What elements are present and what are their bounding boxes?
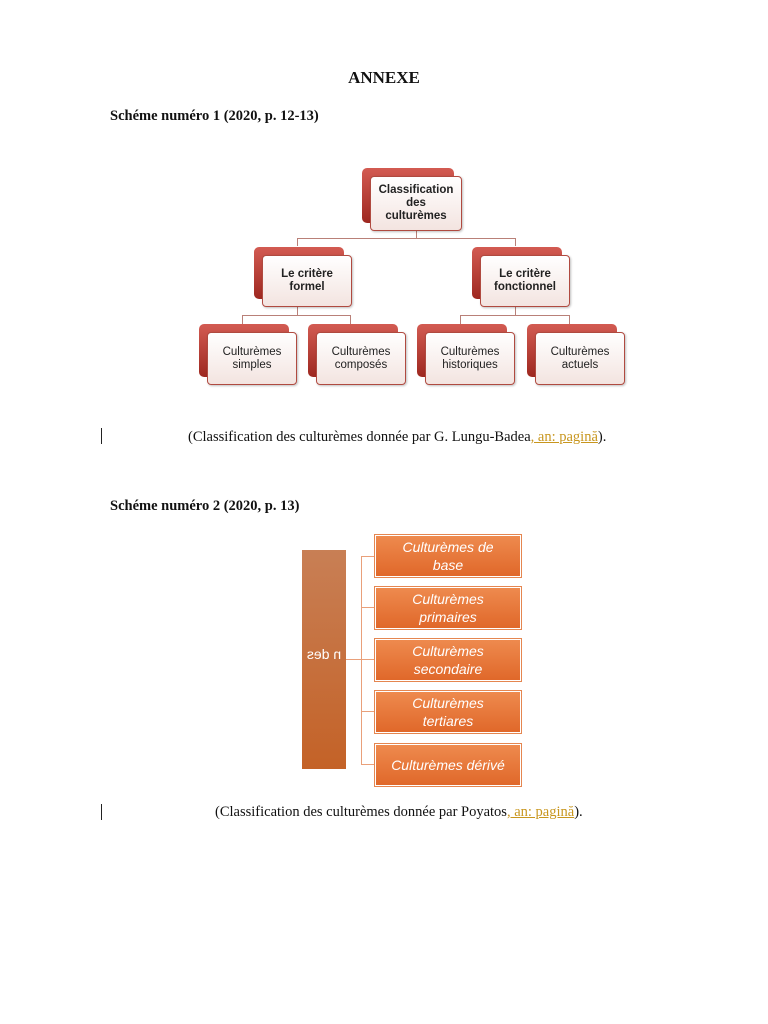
scheme2-item-derived: Culturèmes dérivé bbox=[374, 743, 522, 787]
scheme2-item-derived-label: Culturèmes dérivé bbox=[391, 757, 505, 773]
node-leaf-composed-label: Culturèmes composés bbox=[331, 345, 391, 371]
node-criterion-functional: Le critère fonctionnel bbox=[472, 247, 570, 307]
scheme1-caption-revision: , an: pagină bbox=[530, 429, 598, 445]
scheme2-caption-main: (Classification des culturèmes donnée pa… bbox=[215, 804, 507, 820]
node-leaf-simple: Culturèmes simples bbox=[199, 324, 297, 385]
scheme2-item-base-label: Culturèmes de base bbox=[402, 539, 494, 573]
node-leaf-historical-label: Culturèmes historiques bbox=[440, 345, 500, 371]
scheme2-item-tertiary: Culturèmes tertiares bbox=[374, 690, 522, 734]
scheme2-item-secondary: Culturèmes secondaire bbox=[374, 638, 522, 682]
node-root: Classification des culturèmes bbox=[362, 168, 462, 231]
node-leaf-simple-label: Culturèmes simples bbox=[222, 345, 282, 371]
scheme2-bar-label: n des bbox=[306, 646, 342, 662]
scheme1-caption: (Classification des culturèmes donnée pa… bbox=[188, 429, 606, 446]
scheme2-item-primary: Culturèmes primaires bbox=[374, 586, 522, 630]
scheme2-item-base: Culturèmes de base bbox=[374, 534, 522, 578]
node-leaf-current-label: Culturèmes actuels bbox=[550, 345, 610, 371]
scheme2-item-tertiary-label: Culturèmes tertiares bbox=[412, 695, 484, 729]
scheme2-caption-revision: , an: pagină bbox=[506, 804, 575, 820]
scheme2-caption-close: ). bbox=[574, 804, 583, 820]
node-leaf-current: Culturèmes actuels bbox=[527, 324, 625, 385]
text-cursor-mark-2 bbox=[101, 804, 102, 820]
scheme2-caption: (Classification des culturèmes donnée pa… bbox=[215, 804, 583, 821]
node-criterion-formal: Le critère formel bbox=[254, 247, 352, 307]
scheme1-caption-main: (Classification des culturèmes donnée pa… bbox=[188, 429, 531, 445]
scheme2-item-secondary-label: Culturèmes secondaire bbox=[412, 643, 484, 677]
scheme2-bar bbox=[302, 550, 346, 769]
node-leaf-historical: Culturèmes historiques bbox=[417, 324, 515, 385]
scheme2-heading: Schéme numéro 2 (2020, p. 13) bbox=[110, 498, 300, 514]
scheme1-caption-close: ). bbox=[597, 429, 607, 445]
node-leaf-composed: Culturèmes composés bbox=[308, 324, 406, 385]
scheme2-item-primary-label: Culturèmes primaires bbox=[412, 591, 484, 625]
node-root-label: Classification des culturèmes bbox=[378, 184, 454, 222]
scheme1-heading: Schéme numéro 1 (2020, p. 12-13) bbox=[110, 108, 319, 124]
text-cursor-mark bbox=[101, 428, 102, 444]
page-title: ANNEXE bbox=[348, 68, 420, 87]
node-criterion-formal-label: Le critère formel bbox=[281, 268, 333, 293]
node-criterion-functional-label: Le critère fonctionnel bbox=[494, 268, 556, 293]
